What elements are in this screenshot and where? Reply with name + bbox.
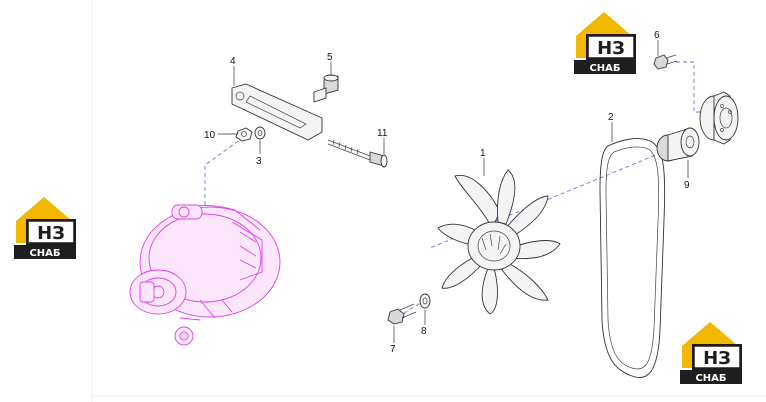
- adjusting-bracket: [231, 83, 323, 141]
- callout-2: 2: [608, 112, 614, 123]
- logo-left: НЗ СНАБ: [14, 197, 76, 259]
- logo-word: СНАБ: [29, 248, 60, 259]
- alternator: [129, 204, 281, 346]
- callout-11: 11: [377, 128, 388, 139]
- logo-word: СНАБ: [695, 373, 726, 384]
- callout-1: 1: [480, 148, 486, 159]
- callout-10: 10: [204, 130, 216, 141]
- fan-spacer: [656, 127, 700, 162]
- callout-leaders: [218, 40, 689, 343]
- cooling-fan: [437, 169, 561, 315]
- nut: [235, 127, 253, 142]
- logo-mark: НЗ: [37, 223, 65, 244]
- logo-bottom-right: НЗ СНАБ: [680, 322, 742, 384]
- small-bolt: [653, 54, 678, 70]
- fan-bolt: [387, 303, 417, 325]
- callout-6: 6: [654, 30, 660, 41]
- logo-mark: НЗ: [597, 38, 625, 59]
- callout-3: 3: [256, 156, 262, 167]
- callout-7: 7: [390, 344, 396, 355]
- callout-4: 4: [230, 56, 236, 67]
- logo-mark: НЗ: [703, 348, 731, 369]
- callout-8: 8: [421, 326, 427, 337]
- washer: [254, 126, 266, 140]
- callout-5: 5: [327, 52, 333, 63]
- v-belt: [599, 138, 666, 378]
- long-bolt: [327, 139, 388, 168]
- fan-pulley: [699, 91, 739, 145]
- logo-top-right: НЗ СНАБ: [574, 12, 636, 74]
- callouts: 4 5 10 3 11 1 2 6 9 7 8: [204, 30, 690, 355]
- callout-9: 9: [684, 180, 690, 191]
- logo-word: СНАБ: [589, 63, 620, 74]
- fan-washer: [419, 293, 431, 309]
- stud-bolt: [313, 74, 339, 103]
